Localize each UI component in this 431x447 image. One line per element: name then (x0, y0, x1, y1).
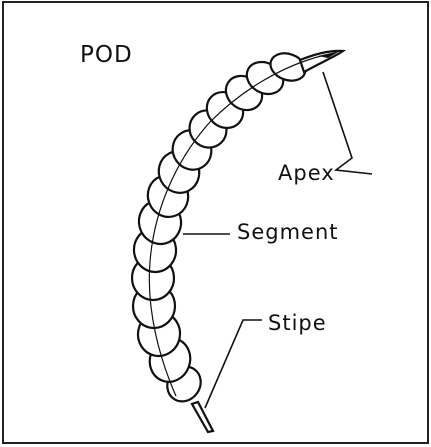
figure-frame (3, 2, 428, 443)
pod-stipe (192, 402, 213, 432)
segment-label: Segment (237, 222, 339, 243)
pod-apex (300, 51, 343, 72)
diagram-title: POD (80, 44, 133, 67)
stipe-leader (205, 320, 262, 408)
stipe-label: Stipe (268, 313, 327, 334)
apex-leader (323, 72, 372, 174)
apex-label: Apex (278, 163, 335, 184)
